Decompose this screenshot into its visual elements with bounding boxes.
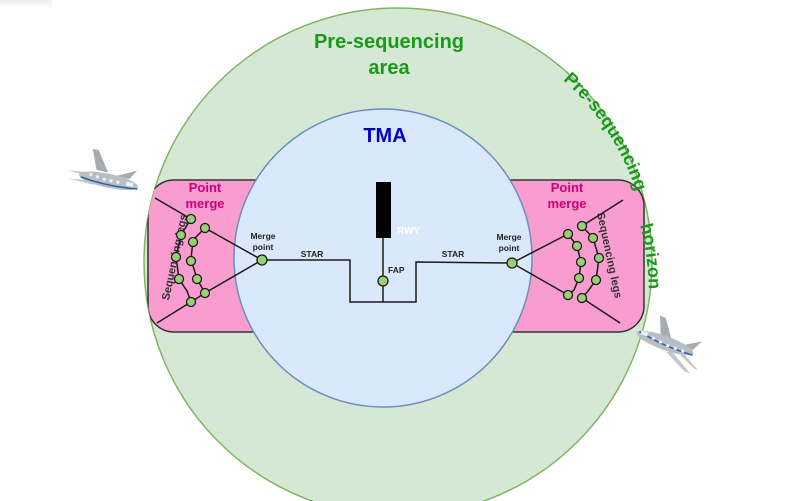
waypoint-node — [562, 228, 574, 240]
waypoint-node — [587, 232, 599, 244]
merge-point-node-left — [256, 254, 268, 266]
waypoint-node — [191, 273, 203, 285]
merge-point-left-label-line2: point — [253, 242, 274, 252]
waypoint-node — [576, 292, 588, 304]
waypoint-node — [590, 274, 602, 286]
waypoint-node — [185, 213, 197, 225]
presequencing-area-label-line2: area — [368, 57, 410, 79]
point-merge-left-label-line2: merge — [185, 196, 224, 211]
waypoint-node — [199, 287, 211, 299]
star-right-label: STAR — [442, 249, 465, 259]
waypoint-node — [185, 255, 197, 267]
merge-point-node-right — [506, 257, 518, 269]
waypoint-node — [170, 251, 182, 263]
tma-label: TMA — [363, 125, 406, 147]
waypoint-node — [175, 229, 187, 241]
window-edge — [0, 0, 52, 8]
airplane-icon-right — [636, 315, 702, 374]
fap-label: FAP — [388, 265, 405, 275]
runway — [376, 182, 391, 238]
airplane-icon-left — [67, 148, 138, 191]
merge-point-right-label-line2: point — [499, 243, 520, 253]
star-left-label: STAR — [301, 249, 324, 259]
waypoint-node — [173, 273, 185, 285]
runway-label: RWY — [397, 226, 420, 237]
waypoint-node — [199, 222, 211, 234]
point-merge-left-label-line1: Point — [189, 180, 222, 195]
waypoint-node — [571, 240, 583, 252]
waypoint-node — [593, 252, 605, 264]
waypoint-node — [573, 272, 585, 284]
waypoint-node — [575, 256, 587, 268]
fap-node — [377, 275, 389, 287]
presequencing-area-label-line1: Pre-sequencing — [314, 31, 464, 53]
waypoint-node — [576, 220, 588, 232]
waypoint-node — [562, 289, 574, 301]
waypoint-node — [187, 236, 199, 248]
merge-point-left-label-line1: Merge — [250, 231, 275, 241]
merge-point-right-label-line1: Merge — [496, 232, 521, 242]
point-merge-right-label-line1: Point — [551, 180, 584, 195]
point-merge-right-label-line2: merge — [547, 196, 586, 211]
waypoint-node — [185, 296, 197, 308]
